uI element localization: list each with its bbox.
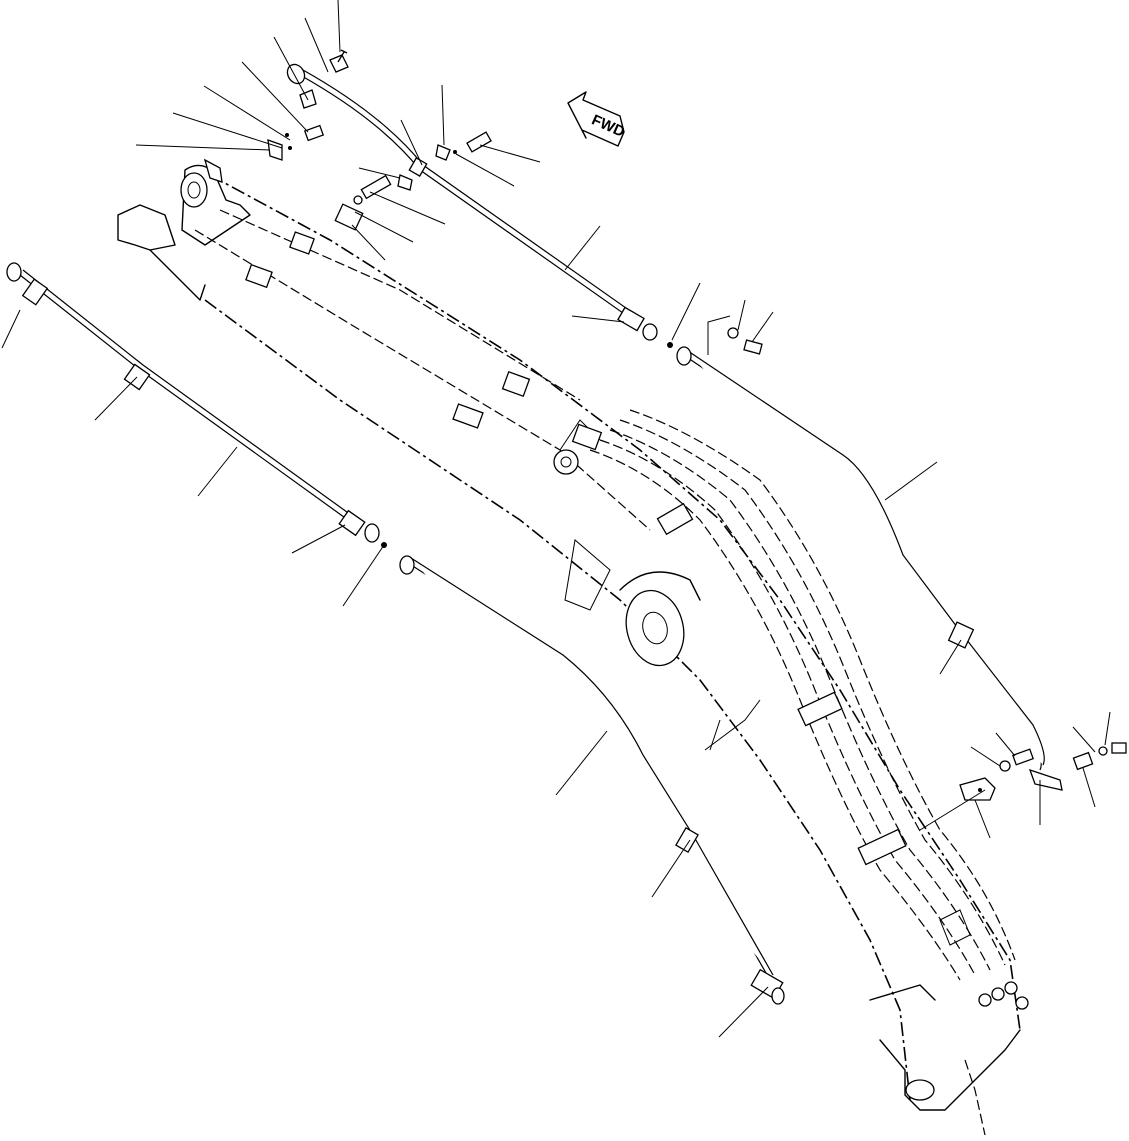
hardware-cluster-top — [203, 49, 763, 548]
hardware-cluster-right — [919, 742, 1127, 831]
left-tube-assembly — [6, 262, 380, 543]
right-tube-assembly — [676, 315, 1063, 791]
forward-arrow-icon: FWD — [567, 91, 627, 147]
hose-clamp-upper — [797, 691, 843, 727]
hydraulic-hose-bundle — [589, 409, 1029, 1136]
forward-direction-label: FWD — [589, 111, 627, 140]
tip-fittings — [939, 909, 1029, 1010]
lower-tube-assembly — [399, 555, 785, 1005]
hose-clamp-top — [656, 502, 694, 536]
hose-clamp-lower — [857, 828, 907, 866]
callout-leader-lines — [1, 0, 1111, 1038]
boom-body — [117, 164, 1021, 1111]
upper-tube-assembly — [286, 63, 658, 341]
